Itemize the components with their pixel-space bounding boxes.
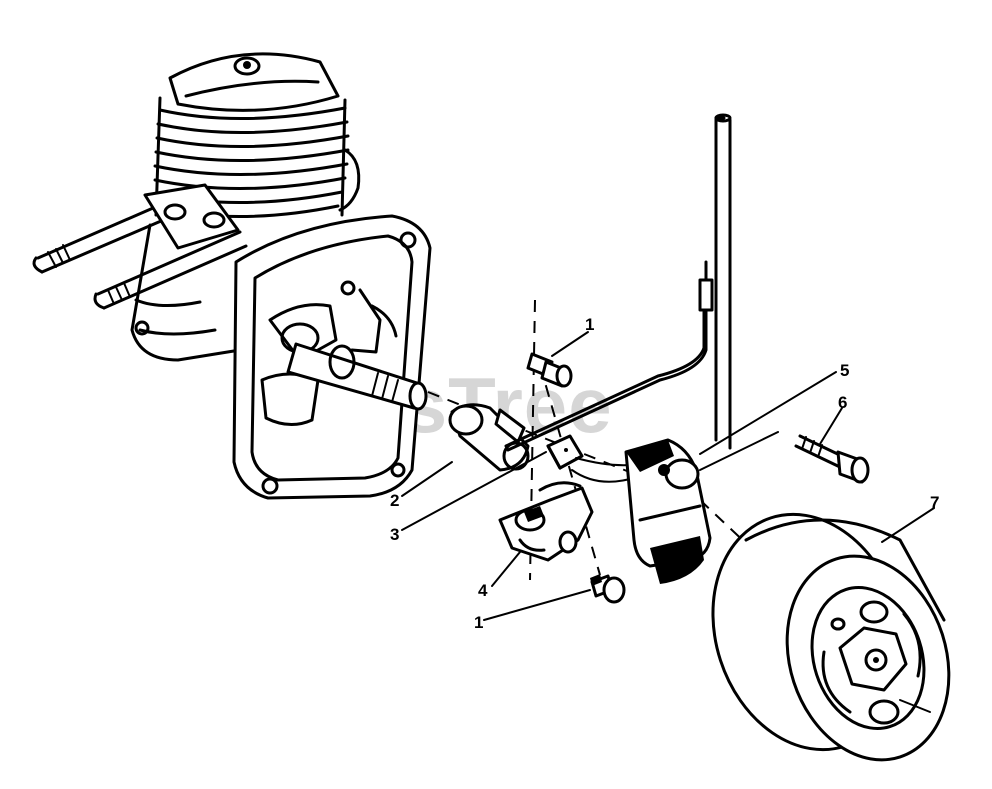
flywheel-part-7 (711, 512, 951, 762)
ignition-coil-part-5 (624, 438, 712, 584)
breaker-points-part-4 (498, 481, 594, 562)
condenser-part-2 (448, 403, 530, 472)
callout-4: 4 (478, 581, 488, 600)
crankcase-housing (232, 214, 432, 500)
callout-1-upper: 1 (585, 315, 594, 334)
screw-part-1-lower (590, 574, 626, 604)
screw-part-1-upper (526, 352, 573, 388)
bolt-part-6 (794, 434, 870, 484)
callout-7: 7 (930, 493, 939, 512)
callout-3: 3 (390, 525, 399, 544)
terminal-part-3 (546, 434, 584, 470)
callout-2: 2 (390, 491, 399, 510)
callout-5: 5 (840, 361, 849, 380)
callout-labels: 1 2 3 4 1 5 6 7 (390, 315, 939, 632)
intake-studs (32, 183, 248, 310)
callout-6: 6 (838, 393, 847, 412)
callout-leaders (401, 331, 935, 621)
callout-1-lower: 1 (474, 613, 483, 632)
ignition-wires (504, 113, 779, 483)
